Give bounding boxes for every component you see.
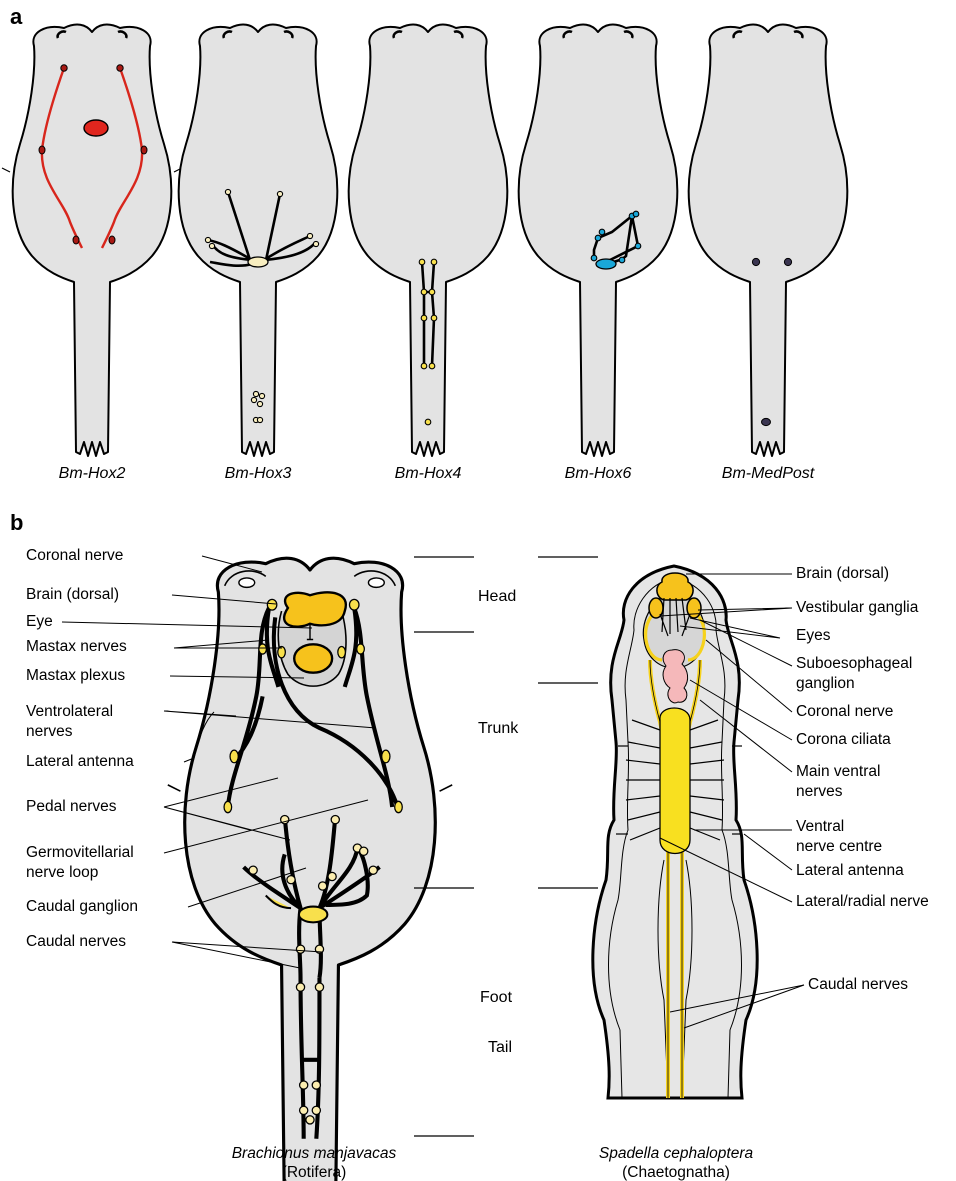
region-trunk: Trunk <box>478 720 519 737</box>
hox3-animal <box>179 25 338 456</box>
species-rotifer-group: (Rotifera) <box>282 1164 347 1181</box>
label-c-subesoph-1: Suboesophageal <box>796 655 912 672</box>
rotifer-diagram <box>168 558 452 1181</box>
rotifer-brain <box>284 592 346 626</box>
label-c-brain: Brain (dorsal) <box>796 565 889 582</box>
label-lateral-antenna: Lateral antenna <box>26 753 134 770</box>
label-brain: Brain (dorsal) <box>26 586 119 603</box>
hox3-ganglion <box>248 257 268 267</box>
region-foot: Foot <box>480 989 513 1006</box>
hox2-animal <box>2 25 182 456</box>
chaetognath-ventral-nerve-centre <box>660 708 690 854</box>
label-c-lateral-radial: Lateral/radial nerve <box>796 893 929 910</box>
gene-label-hox6: Bm-Hox6 <box>565 465 632 482</box>
label-mastax-nerves: Mastax nerves <box>26 638 127 655</box>
species-chaeto-group: (Chaetognatha) <box>622 1164 730 1181</box>
hox4-animal <box>349 25 508 456</box>
species-rotifer-name: Brachionus manjavacas <box>232 1145 397 1162</box>
panel-a-letter: a <box>10 4 23 29</box>
label-c-subesoph-2: ganglion <box>796 675 855 692</box>
label-ventrolateral-2: nerves <box>26 723 73 740</box>
medpost-body-outline <box>689 25 848 456</box>
label-c-eyes: Eyes <box>796 627 831 644</box>
label-caudal-ganglion: Caudal ganglion <box>26 898 138 915</box>
hox2-body-outline <box>13 25 172 456</box>
label-mastax-plexus: Mastax plexus <box>26 667 125 684</box>
label-ventrolateral-1: Ventrolateral <box>26 703 113 720</box>
region-tail: Tail <box>488 1039 512 1056</box>
gene-label-hox4: Bm-Hox4 <box>395 465 462 482</box>
hox3-body-outline <box>179 25 338 456</box>
label-c-lateral-antenna: Lateral antenna <box>796 862 904 879</box>
label-c-ventral-centre-1: Ventral <box>796 818 844 835</box>
rotifer-mastax-plexus <box>294 644 332 672</box>
hox6-animal <box>519 25 678 456</box>
label-c-main-ventral-1: Main ventral <box>796 763 880 780</box>
gene-label-medpost: Bm-MedPost <box>722 465 815 482</box>
hox6-ganglion <box>596 259 616 269</box>
label-eye: Eye <box>26 613 53 630</box>
label-germo-1: Germovitellarial <box>26 844 134 861</box>
chaetognath-diagram <box>593 566 757 1098</box>
gene-label-hox3: Bm-Hox3 <box>225 465 292 482</box>
label-c-coronal: Coronal nerve <box>796 703 893 720</box>
hox2-ganglion <box>84 120 108 136</box>
label-c-main-ventral-2: nerves <box>796 783 843 800</box>
panel-b-letter: b <box>10 510 23 535</box>
region-head: Head <box>478 588 516 605</box>
label-c-corona: Corona ciliata <box>796 731 891 748</box>
label-germo-2: nerve loop <box>26 864 98 881</box>
medpost-animal <box>689 25 848 456</box>
gene-label-hox2: Bm-Hox2 <box>59 465 126 482</box>
label-caudal-nerves: Caudal nerves <box>26 933 126 950</box>
label-coronal-nerve: Coronal nerve <box>26 547 123 564</box>
species-chaeto-name: Spadella cephaloptera <box>599 1145 754 1162</box>
label-c-ventral-centre-2: nerve centre <box>796 838 882 855</box>
label-c-vestibular: Vestibular ganglia <box>796 599 919 616</box>
label-pedal-nerves: Pedal nerves <box>26 798 117 815</box>
rotifer-caudal-ganglion <box>299 907 327 923</box>
hox4-body-outline <box>349 25 508 456</box>
label-c-caudal-nerves: Caudal nerves <box>808 976 908 993</box>
